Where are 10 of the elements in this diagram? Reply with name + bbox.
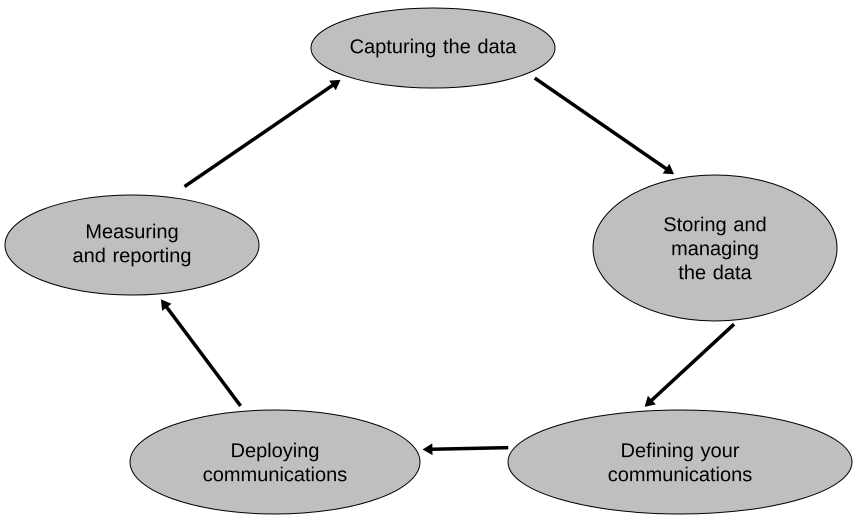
node-label: Measuring and reporting bbox=[73, 224, 190, 266]
node-label: Deploying communications bbox=[204, 442, 347, 482]
process-ellipse bbox=[130, 410, 420, 514]
node-label: Storing and managing the data bbox=[664, 216, 766, 280]
process-ellipse bbox=[508, 410, 852, 514]
process-ellipse bbox=[4, 194, 260, 296]
node-label: Capturing the data bbox=[350, 38, 516, 58]
process-ellipse bbox=[310, 8, 556, 88]
node-label: Defining your communications bbox=[608, 442, 752, 482]
process-ellipse bbox=[592, 174, 838, 322]
